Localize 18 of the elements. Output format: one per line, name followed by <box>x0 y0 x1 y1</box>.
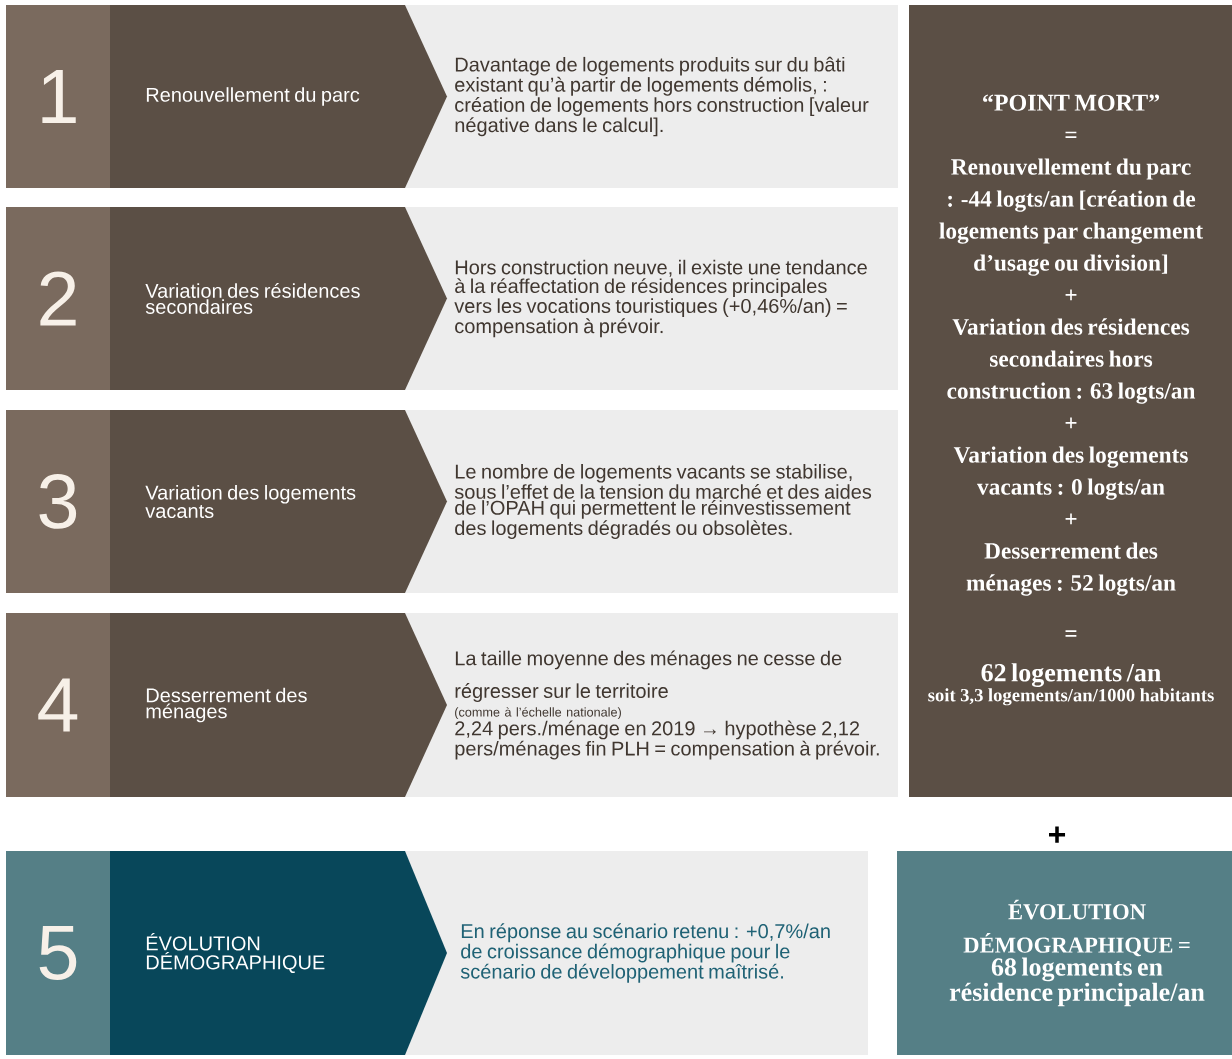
description-box: Le nombre de logements vacants se stabilise, sous l’effet de la tension du marché et des aides de l’OPAH qui permettent le réinvestissement des logements dégradés ou obsolètes. <box>405 410 898 593</box>
description-box: Davantage de logements produits sur du bâti existant qu’à partir de logements démolis, : création de logements hors construction [valeur négative dans le calcul]. <box>405 5 898 188</box>
number-band: 1 <box>6 5 110 188</box>
description-box: En réponse au scénario retenu : +0,7%/an de croissance démographique pour le scénario de développement maîtrisé. <box>405 851 868 1055</box>
chevron-box: Variation des logements vacants <box>110 410 447 593</box>
number-band: 5 <box>6 851 110 1055</box>
plus-sign: + <box>1049 826 1066 843</box>
description-box: Hors construction neuve, il existe une tendance à la réaffectation de résidences principales vers les vocations touristiques (+0,46%/an) = compensation à prévoir. <box>405 207 898 390</box>
chevron-box: Renouvellement du parc <box>110 5 447 188</box>
result-box: ÉVOLUTION DÉMOGRAPHIQUE = 68 logements en résidence principale/an <box>897 851 1232 1055</box>
number-band: 4 <box>6 613 110 797</box>
chevron-box: Variation des résidences secondaires <box>110 207 447 390</box>
number-band: 3 <box>6 410 110 593</box>
description-box: La taille moyenne des ménages ne cesse de régresser sur le territoire (comme à l’échelle nationale) 2,24 pers./ménage en 2019 → hypothèse 2,12 pers/ménages fin PLH = compensation à prévoir. <box>405 613 898 797</box>
summary-panel: “POINT MORT” = Renouvellement du parc : -44 logts/an [création de logements par changement d’usage ou division] + Variation des résidences secondaires hors construction : 63 logts/an + Variation des logements vacants : 0 logts/an + Desserrement des ménages : 52 logts/an = 62 logements /an soit 3,3 logements/an/1000 habitants <box>909 5 1232 797</box>
number-band: 2 <box>6 207 110 390</box>
chevron-box: Desserrement des ménages <box>110 613 447 797</box>
chevron-box: ÉVOLUTION DÉMOGRAPHIQUE <box>110 851 447 1055</box>
